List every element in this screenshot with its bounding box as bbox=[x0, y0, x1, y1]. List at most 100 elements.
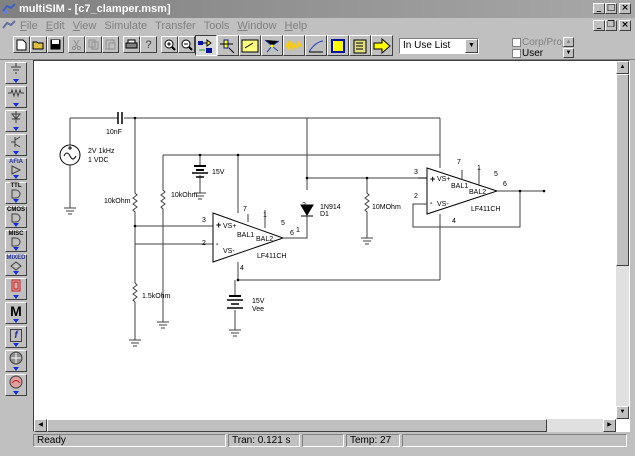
menu-view[interactable]: View bbox=[72, 20, 97, 32]
help-icon: ? bbox=[145, 38, 152, 51]
toolbar: ? In Use List ▼ Corp/Proj▲ User▼ bbox=[0, 34, 635, 60]
palette-analog-ics[interactable]: AFIA bbox=[5, 158, 27, 180]
mixed-icon bbox=[10, 261, 22, 271]
component-toggle-button[interactable] bbox=[195, 35, 217, 56]
doc-minimize-button[interactable]: _ bbox=[593, 20, 605, 31]
new-button[interactable] bbox=[13, 36, 30, 53]
title-bar: multiSIM - [c7_clamper.msm] _ □ × bbox=[0, 0, 635, 18]
save-button[interactable] bbox=[47, 36, 64, 53]
document-icon bbox=[2, 20, 16, 29]
corp-proj-checkbox[interactable] bbox=[512, 38, 521, 47]
paste-icon bbox=[105, 39, 116, 50]
help-button[interactable]: ? bbox=[140, 36, 157, 53]
menu-simulate[interactable]: Simulate bbox=[104, 20, 148, 32]
description-icon bbox=[353, 39, 367, 53]
netlist-button[interactable] bbox=[261, 35, 283, 56]
controls-icon: f bbox=[10, 329, 22, 342]
resistor-icon bbox=[8, 88, 24, 98]
cut-icon bbox=[72, 39, 81, 50]
doc-close-button[interactable]: × bbox=[619, 20, 631, 31]
copy-button[interactable] bbox=[85, 36, 102, 53]
instruments-button[interactable] bbox=[239, 35, 261, 56]
diode-icon bbox=[10, 111, 22, 123]
ttl-gate-icon bbox=[11, 189, 21, 199]
palette-cmos[interactable]: CMOS bbox=[5, 206, 27, 228]
horizontal-scrollbar[interactable]: ◀ ▶ bbox=[34, 419, 616, 432]
misc-icon: M bbox=[10, 303, 22, 319]
menu-tools[interactable]: Tools bbox=[203, 20, 230, 32]
zoom-out-icon bbox=[181, 39, 193, 51]
status-ready: Ready bbox=[33, 434, 226, 447]
zoom-in-button[interactable] bbox=[161, 36, 178, 53]
menu-bar: File Edit View Simulate Transfer Tools W… bbox=[0, 18, 635, 34]
print-icon bbox=[125, 39, 138, 49]
palette-misc-digital[interactable]: MISC bbox=[5, 230, 27, 252]
parts-palette: AFIA TTL CMOS MISC MIXED M f bbox=[5, 62, 29, 398]
probe-icon bbox=[220, 39, 235, 53]
paste-button[interactable] bbox=[102, 36, 119, 53]
palette-indicators[interactable] bbox=[5, 278, 27, 300]
schematic-canvas[interactable] bbox=[33, 60, 630, 432]
palette-rf[interactable] bbox=[5, 350, 27, 372]
description-button[interactable] bbox=[349, 35, 371, 56]
transistor-icon bbox=[11, 136, 21, 148]
library-filter: Corp/Proj▲ User▼ bbox=[512, 37, 574, 59]
palette-diodes[interactable] bbox=[5, 110, 27, 132]
print-button[interactable] bbox=[123, 36, 140, 53]
status-empty bbox=[302, 434, 344, 447]
opamp-icon bbox=[11, 165, 22, 175]
minimize-button[interactable]: _ bbox=[593, 3, 605, 14]
menu-file[interactable]: File bbox=[20, 20, 38, 32]
palette-transistors[interactable] bbox=[5, 134, 27, 156]
menu-transfer[interactable]: Transfer bbox=[155, 20, 196, 32]
postprocessor-button[interactable] bbox=[305, 35, 327, 56]
cut-button[interactable] bbox=[68, 36, 85, 53]
menu-help[interactable]: Help bbox=[284, 20, 308, 32]
palette-ttl[interactable]: TTL bbox=[5, 182, 27, 204]
palette-basic[interactable] bbox=[5, 86, 27, 108]
open-button[interactable] bbox=[30, 36, 47, 53]
status-temp: Temp: 27 bbox=[346, 434, 400, 447]
seven-segment-icon bbox=[11, 279, 21, 292]
chip-icon bbox=[331, 38, 345, 53]
palette-misc[interactable]: M bbox=[5, 302, 27, 324]
status-bar: Ready Tran: 0.121 s Temp: 27 bbox=[0, 433, 635, 448]
new-icon bbox=[16, 39, 27, 50]
menu-window[interactable]: Window bbox=[237, 20, 277, 32]
ground-source-icon bbox=[11, 63, 21, 74]
doc-restore-button[interactable]: ❐ bbox=[605, 20, 617, 31]
vertical-scroll-thumb[interactable] bbox=[616, 74, 629, 266]
zoom-out-button[interactable] bbox=[178, 36, 195, 53]
menu-edit[interactable]: Edit bbox=[45, 20, 65, 32]
rf-icon bbox=[9, 351, 23, 365]
netlist-icon bbox=[264, 39, 280, 52]
instruments-icon bbox=[241, 39, 259, 52]
scroll-right-arrow-icon[interactable]: ▶ bbox=[603, 419, 616, 432]
transfer-button[interactable] bbox=[371, 35, 393, 56]
in-use-list-dropdown[interactable]: In Use List ▼ bbox=[399, 38, 479, 54]
window-title: multiSIM - [c7_clamper.msm] bbox=[19, 3, 171, 15]
palette-mixed[interactable]: MIXED bbox=[5, 254, 27, 276]
scroll-down-arrow-icon[interactable]: ▼ bbox=[616, 406, 629, 419]
maximize-button[interactable]: □ bbox=[605, 3, 617, 14]
scroll-down-button[interactable]: ▼ bbox=[563, 48, 574, 58]
status-extra bbox=[402, 434, 627, 447]
probe-button[interactable] bbox=[217, 35, 239, 56]
scroll-left-arrow-icon[interactable]: ◀ bbox=[34, 419, 47, 432]
scroll-up-button[interactable]: ▲ bbox=[563, 37, 574, 47]
electromechanical-icon bbox=[9, 375, 23, 389]
dropdown-arrow-icon[interactable]: ▼ bbox=[465, 39, 478, 53]
scroll-up-arrow-icon[interactable]: ▲ bbox=[616, 61, 629, 74]
status-tran: Tran: 0.121 s bbox=[228, 434, 300, 447]
analysis-graph-button[interactable] bbox=[283, 35, 305, 56]
user-checkbox[interactable] bbox=[512, 49, 521, 58]
palette-controls[interactable]: f bbox=[5, 326, 27, 348]
vertical-scrollbar[interactable]: ▲ ▼ bbox=[616, 61, 629, 419]
chip-button[interactable] bbox=[327, 35, 349, 56]
palette-sources[interactable] bbox=[5, 62, 27, 84]
close-button[interactable]: × bbox=[619, 3, 631, 14]
cmos-gate-icon bbox=[11, 213, 21, 223]
palette-electromechanical[interactable] bbox=[5, 374, 27, 396]
horizontal-scroll-thumb[interactable] bbox=[47, 419, 547, 432]
copy-icon bbox=[88, 39, 99, 50]
